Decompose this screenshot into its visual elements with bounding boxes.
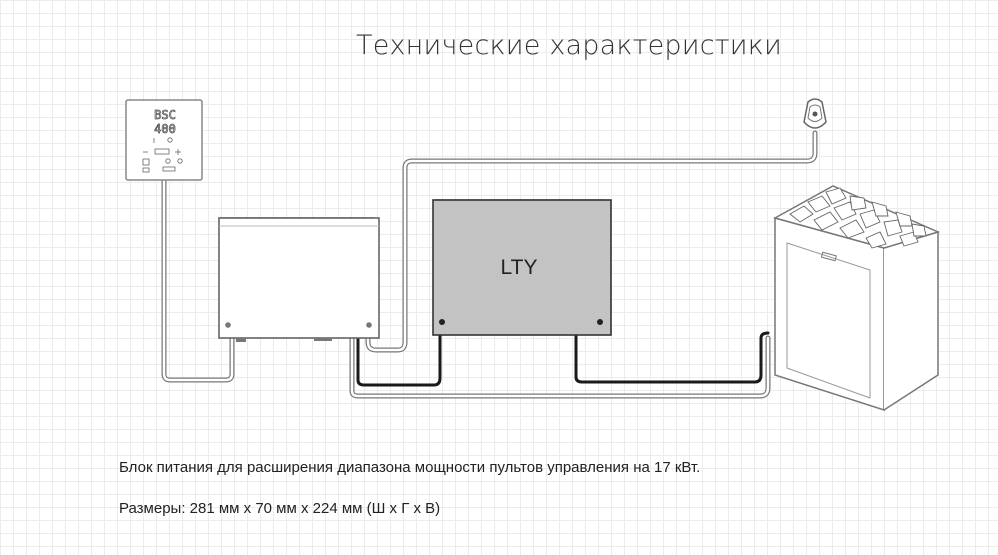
grey-cables — [161, 130, 818, 399]
power-unit-lty: LTY — [432, 199, 612, 336]
controller-panel: BSC 400 — [125, 99, 203, 181]
temperature-sensor — [803, 98, 827, 129]
sauna-heater — [773, 185, 941, 412]
description-line-2: Размеры: 281 мм x 70 мм x 224 мм (Ш x Г … — [119, 500, 441, 517]
power-unit-lty-label: LTY — [501, 256, 538, 279]
power-unit-left — [218, 217, 380, 342]
heater-stones — [789, 187, 927, 249]
description-line-1: Блок питания для расширения диапазона мо… — [119, 459, 701, 476]
controller-icons — [142, 137, 183, 173]
controller-display-line2: 400 — [154, 122, 176, 136]
page-title: Технические характеристики — [356, 30, 782, 61]
controller-display-line1: BSC — [154, 108, 176, 122]
black-cables — [356, 331, 770, 387]
